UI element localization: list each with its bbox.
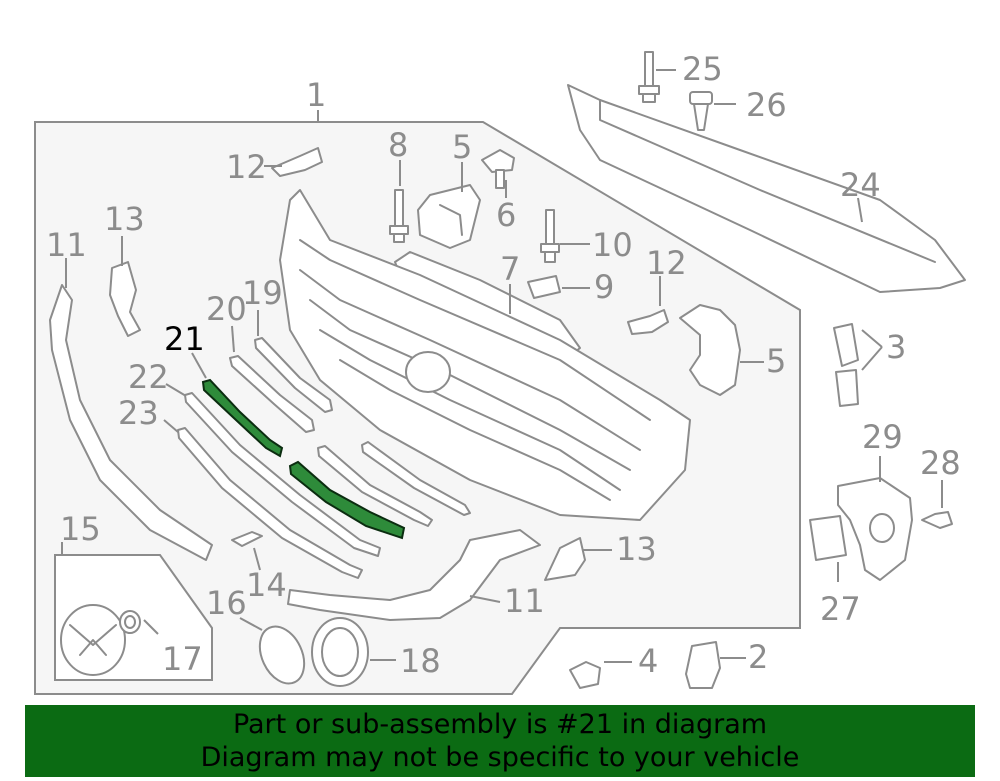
notice-banner: Part or sub-assembly is #21 in diagram D… — [25, 705, 975, 777]
part-5-bracket-upper — [417, 184, 481, 249]
callout-11-lower: 11 — [504, 582, 545, 620]
part-strip-right-b — [361, 441, 471, 516]
callout-26: 26 — [746, 86, 787, 124]
callout-16: 16 — [206, 584, 247, 622]
part-4-clip — [569, 661, 601, 689]
callout-7: 7 — [500, 250, 520, 288]
callout-6: 6 — [496, 196, 516, 234]
callout-27: 27 — [820, 590, 861, 628]
callout-28: 28 — [920, 444, 961, 482]
part-11-molding-left — [49, 284, 213, 561]
part-20-strip — [229, 355, 315, 433]
part-15-emblem — [60, 604, 126, 676]
callout-21: 21 — [164, 320, 205, 358]
part-16-cover — [258, 625, 306, 685]
part-24-upper-seal — [567, 84, 966, 293]
callout-5-upper: 5 — [452, 128, 472, 166]
callout-8: 8 — [388, 126, 408, 164]
part-1-grille — [279, 189, 691, 521]
part-8-bolt — [389, 189, 409, 243]
callout-12-right: 12 — [646, 244, 687, 282]
part-22-strip — [184, 392, 381, 557]
part-25-bolt — [638, 51, 660, 103]
callout-12-top: 12 — [226, 148, 267, 186]
part-12-bolt-right — [627, 309, 669, 335]
callout-10: 10 — [592, 226, 633, 264]
part-28-bolt — [921, 511, 953, 529]
callout-11-left: 11 — [46, 226, 87, 264]
part-26-clip — [689, 91, 713, 131]
callout-19: 19 — [242, 274, 283, 312]
banner-line-1: Part or sub-assembly is #21 in diagram — [232, 709, 768, 740]
callout-20: 20 — [206, 290, 247, 328]
leader-lines — [61, 69, 943, 663]
callout-1: 1 — [306, 76, 326, 114]
part-3-clips — [833, 323, 859, 407]
callout-25: 25 — [682, 50, 723, 88]
callout-18: 18 — [400, 642, 441, 680]
callout-15: 15 — [60, 510, 101, 548]
callout-13-right: 13 — [616, 530, 657, 568]
callout-9: 9 — [594, 268, 614, 306]
part-6-bolt — [481, 149, 515, 189]
callout-13-left: 13 — [104, 200, 145, 238]
callout-3: 3 — [886, 328, 906, 366]
part-29-bracket — [837, 477, 913, 581]
callout-24: 24 — [840, 166, 881, 204]
part-21-strip-right — [288, 460, 406, 540]
callout-5-right: 5 — [766, 342, 786, 380]
callout-14: 14 — [246, 566, 287, 604]
callout-23: 23 — [118, 394, 159, 432]
callout-17: 17 — [162, 640, 203, 678]
part-27-sensor — [809, 515, 847, 561]
part-12-bolt-top — [271, 147, 323, 177]
part-2-clip — [685, 641, 721, 689]
callout-4: 4 — [638, 642, 658, 680]
part-23-strip — [177, 427, 363, 579]
part-13-bracket-left — [109, 261, 141, 337]
callout-22: 22 — [128, 358, 169, 396]
part-10-bolt — [540, 209, 560, 263]
parts-diagram: 1 2 3 4 5 5 6 7 8 9 10 11 11 12 12 13 13… — [34, 50, 966, 695]
part-9-pad — [527, 275, 561, 299]
callout-2: 2 — [748, 638, 768, 676]
part-14-piece — [231, 531, 263, 547]
part-17-grommet — [119, 610, 141, 634]
part-21-strip-left — [201, 378, 284, 458]
part-11-molding-lower — [287, 529, 541, 621]
part-18-ring — [311, 617, 369, 687]
callout-29: 29 — [862, 418, 903, 456]
banner-line-2: Diagram may not be specific to your vehi… — [200, 742, 800, 773]
part-strip-right-a — [317, 445, 433, 527]
part-5-bracket-right — [679, 304, 741, 396]
part-19-strip — [254, 337, 333, 413]
part-13-piece-right — [544, 537, 586, 581]
